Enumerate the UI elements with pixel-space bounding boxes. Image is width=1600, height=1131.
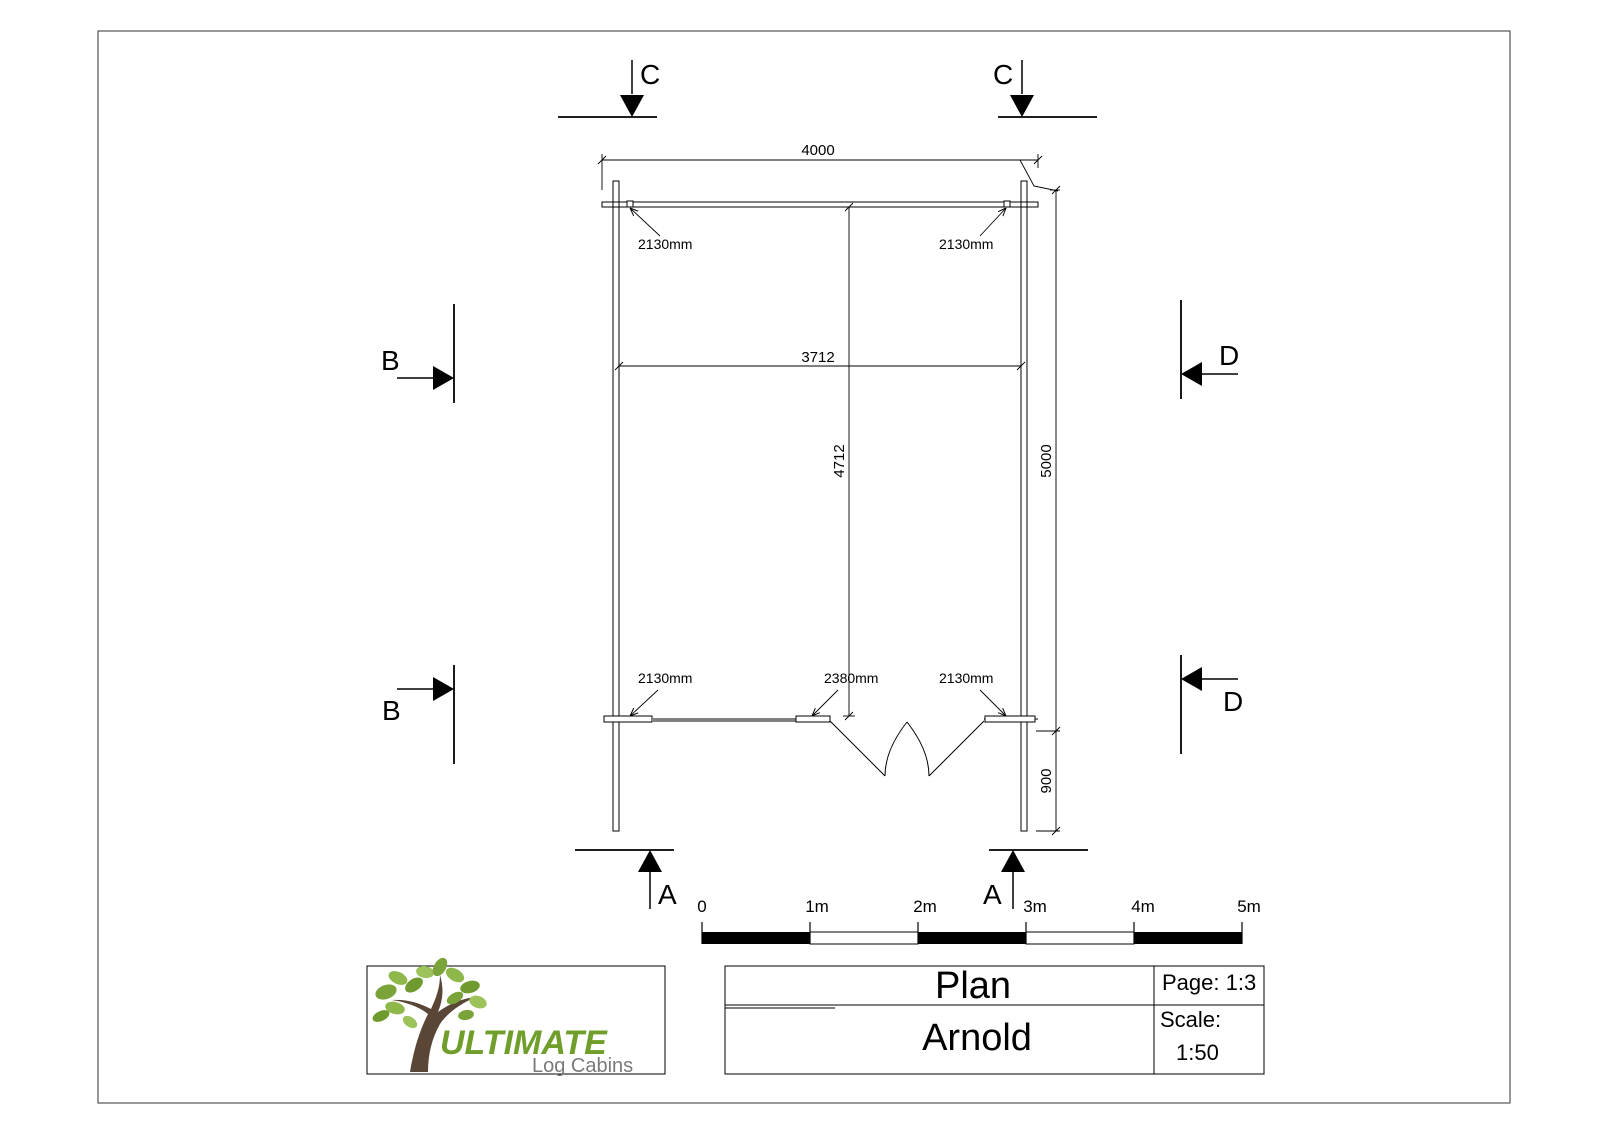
section-marker-c-left: C xyxy=(558,59,660,118)
dimension-inner-depth xyxy=(843,202,855,721)
height-note-bottom-right: 2130mm xyxy=(939,670,1006,716)
double-door xyxy=(829,720,985,777)
page-number: Page: 1:3 xyxy=(1162,970,1256,995)
dimension-outer-width xyxy=(597,154,1059,192)
section-marker-a-right: A xyxy=(983,849,1088,910)
sheet-border xyxy=(97,30,1511,1104)
tree-icon xyxy=(372,957,487,1072)
brand-logo: ULTIMATE Log Cabins xyxy=(366,957,666,1077)
section-marker-a-left: A xyxy=(575,849,677,910)
scale-tick-label: 5m xyxy=(1237,897,1261,916)
height-note-bottom-left: 2130mm xyxy=(630,670,692,716)
section-label: C xyxy=(640,59,660,90)
section-marker-c-right: C xyxy=(993,59,1097,118)
height-note-door: 2380mm xyxy=(812,670,878,716)
dimension-outer-depth-label: 5000 xyxy=(1038,444,1055,477)
dimension-inner-depth-label: 4712 xyxy=(831,444,848,477)
section-label: D xyxy=(1219,340,1239,371)
section-label: A xyxy=(983,879,1002,910)
scale-tick-label: 0 xyxy=(697,897,706,916)
title-block: Plan Arnold Page: 1:3 Scale: 1:50 xyxy=(724,965,1265,1075)
section-marker-b-top: B xyxy=(381,304,455,403)
logo-tagline-text: Log Cabins xyxy=(532,1055,633,1077)
dimension-outer-width-label: 4000 xyxy=(801,142,834,159)
scale-tick-label: 1m xyxy=(805,897,829,916)
dimension-inner-width xyxy=(614,361,1026,372)
scale-tick-label: 4m xyxy=(1131,897,1155,916)
wall-corner-posts xyxy=(603,200,1036,723)
section-label: C xyxy=(993,59,1013,90)
section-label: B xyxy=(382,695,401,726)
height-note-label: 2380mm xyxy=(824,670,878,686)
dimension-canopy-label: 900 xyxy=(1038,768,1055,793)
dimension-inner-width-label: 3712 xyxy=(801,349,834,366)
scale-label: Scale: xyxy=(1160,1007,1221,1032)
section-marker-b-bottom: B xyxy=(382,665,455,764)
height-note-label: 2130mm xyxy=(638,670,692,686)
section-label: A xyxy=(658,879,677,910)
drawing-title: Plan xyxy=(935,965,1011,1007)
section-marker-d-bottom: D xyxy=(1180,655,1243,754)
dimension-canopy xyxy=(1036,731,1061,836)
scale-value: 1:50 xyxy=(1176,1040,1219,1065)
section-label: B xyxy=(381,345,400,376)
height-note-top-left: 2130mm xyxy=(630,208,692,252)
model-name: Arnold xyxy=(922,1017,1032,1059)
section-marker-d-top: D xyxy=(1180,300,1239,399)
height-note-top-right: 2130mm xyxy=(939,208,1006,252)
height-note-label: 2130mm xyxy=(939,236,993,252)
scale-tick-label: 3m xyxy=(1023,897,1047,916)
logo-brand-text: ULTIMATE xyxy=(440,1024,608,1062)
height-note-label: 2130mm xyxy=(939,670,993,686)
scale-bar: 0 1m 2m 3m 4m 5m xyxy=(697,897,1261,945)
section-label: D xyxy=(1223,686,1243,717)
scale-tick-label: 2m xyxy=(913,897,937,916)
height-note-label: 2130mm xyxy=(638,236,692,252)
cabin-walls xyxy=(601,180,1039,832)
